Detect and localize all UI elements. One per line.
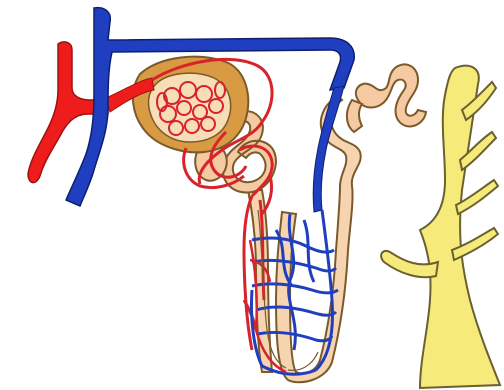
distal-tubule — [356, 64, 426, 126]
